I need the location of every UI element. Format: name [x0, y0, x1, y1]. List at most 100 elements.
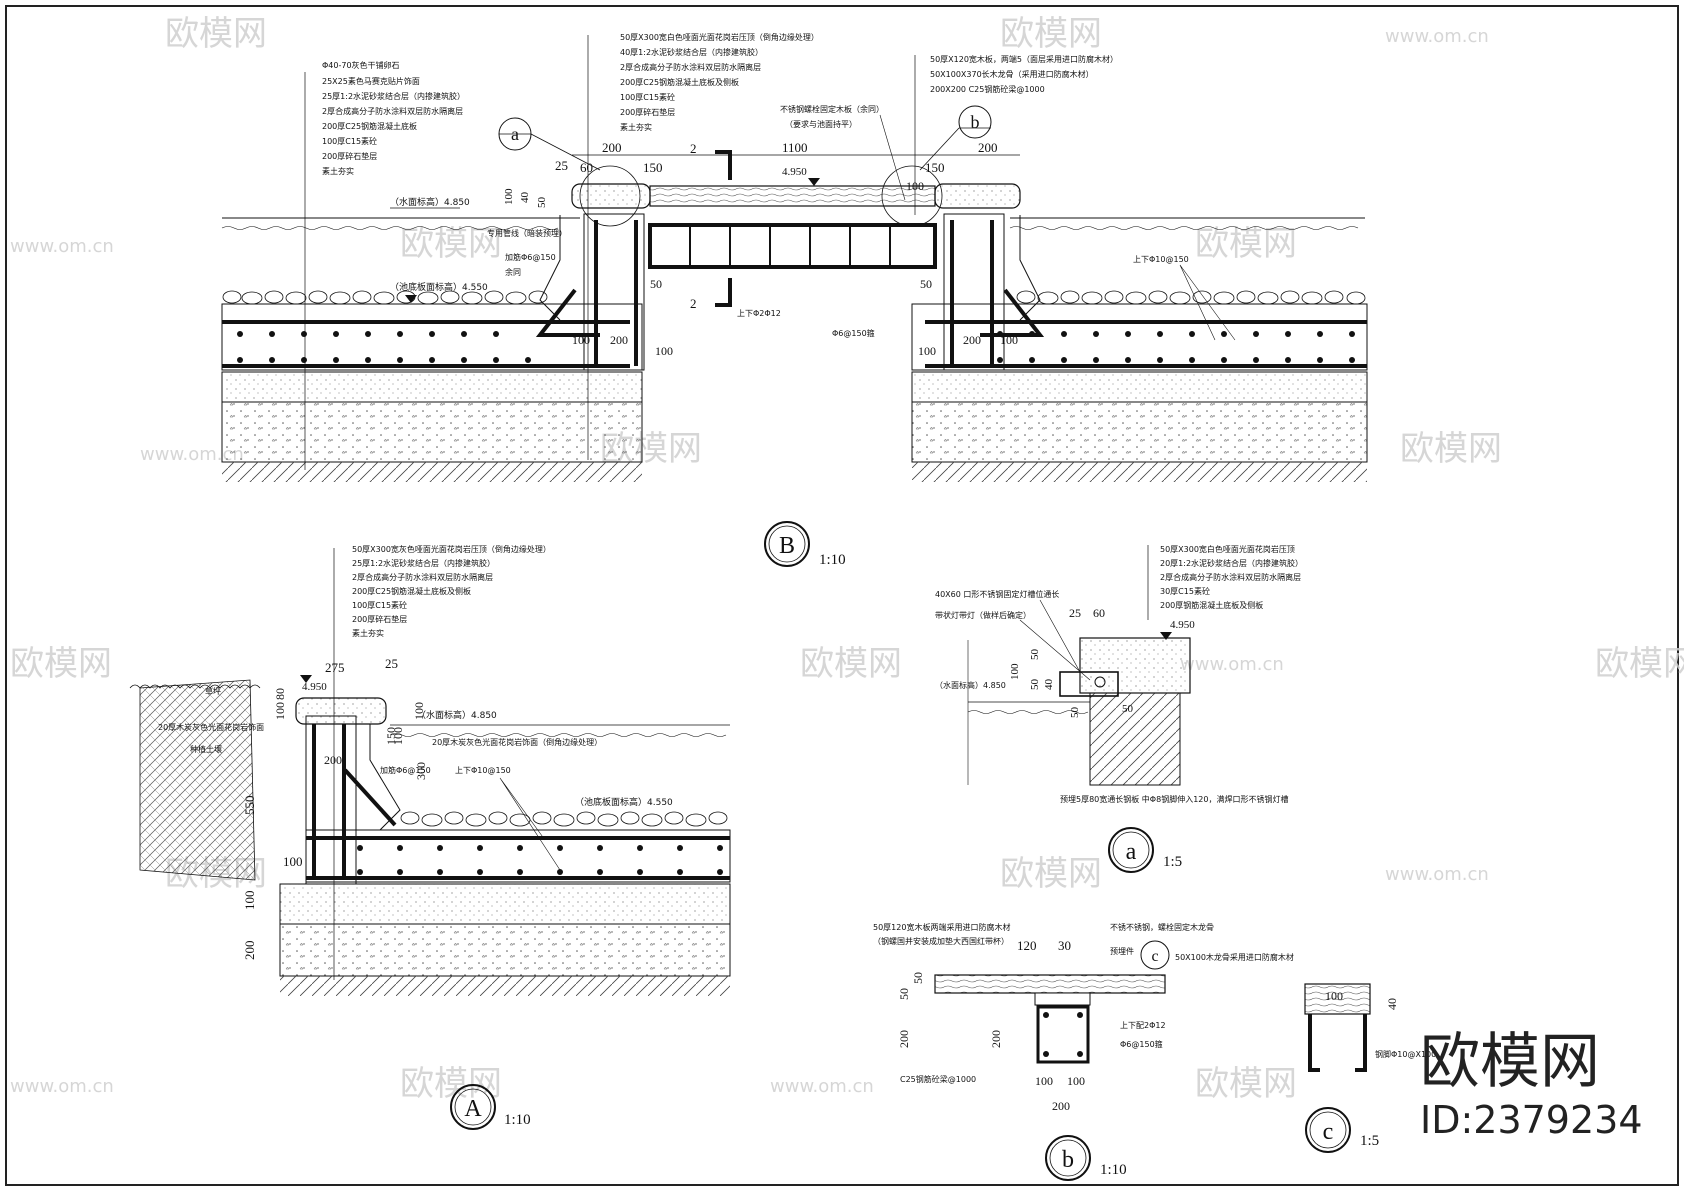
brand-id: ID:2379234: [1420, 1098, 1643, 1142]
note-line: 25厚1:2水泥砂浆结合层（内掺建筑胶）: [352, 558, 495, 568]
note-line: 30厚C15素砼: [1160, 586, 1210, 596]
watermark-text: 欧模网: [1400, 429, 1502, 469]
watermarks: 欧模网 欧模网 www.om.cn 欧模网 欧模网 www.om.cn 欧模网 …: [10, 14, 1684, 1104]
dim-text: 50: [1029, 679, 1041, 691]
dim-text: 200: [897, 1030, 911, 1048]
detail-b-notes-mid: 50厚X300宽白色哑面光面花岗岩压顶（倒角边缘处理） 40厚1:2水泥砂浆结合…: [620, 32, 819, 132]
note-line: 100厚C15素砼: [352, 600, 407, 610]
dim-text: 150: [643, 160, 663, 175]
watermark-text: 欧模网: [400, 224, 502, 264]
watermark-text: 欧模网: [400, 1064, 502, 1104]
note-line: 200厚碎石垫层: [620, 107, 675, 117]
dim-text: 50: [911, 972, 925, 984]
dim-text: 25: [555, 158, 568, 173]
note-line: 50厚X120宽木板，两端5（面层采用进口防腐木材）: [930, 54, 1118, 64]
dim-text: 1100: [782, 140, 808, 155]
note-line: 100厚C15素砼: [620, 92, 675, 102]
dim-text: 200: [324, 753, 342, 767]
dim-text: 60: [1093, 606, 1105, 620]
dim-text: 200: [602, 140, 622, 155]
dim-text: 40: [1043, 679, 1055, 691]
watermark-site: www.om.cn: [1385, 864, 1489, 885]
note-line: 50厚X300宽白色哑面光面花岗岩压顶（倒角边缘处理）: [620, 32, 819, 42]
dim-text: 300: [414, 762, 428, 780]
bottom-level-label: （池底板面标高）4.550: [390, 281, 488, 293]
note-line: 200厚钢筋混凝土底板及侧板: [1160, 600, 1263, 610]
detail-a-small-notes: 50厚X300宽白色哑面光面花岗岩压顶 20厚1:2水泥砂浆结合层（内掺建筑胶）…: [1160, 544, 1303, 610]
drawing-border: [5, 5, 1679, 1186]
note-line: 200厚碎石垫层: [352, 614, 407, 624]
detail-b-small-scale: 1:10: [1100, 1162, 1127, 1178]
watermark-site: www.om.cn: [770, 1076, 874, 1097]
dim-text: 100: [572, 333, 590, 347]
dim-text: 50: [650, 277, 662, 291]
note-line: 预埋5厚80宽通长钢板 中Φ8钢脚伸入120，满焊口形不锈钢灯槽: [1060, 794, 1288, 804]
note-line: （要求与池面持平）: [785, 119, 857, 129]
rebar-label: 余同: [505, 267, 521, 277]
detail-c-title: c: [1323, 1119, 1334, 1145]
dim-text: 150: [384, 727, 398, 745]
dim-text: 275: [325, 660, 345, 675]
note-line: 素土夯实: [352, 628, 384, 638]
callout-c-label: c: [1151, 948, 1158, 965]
dim-text: 200: [963, 333, 981, 347]
planting-label: 20厚木炭灰色光面花岗岩饰面: [158, 722, 264, 732]
note-line: 40厚1:2水泥砂浆结合层（内掺建筑胶）: [620, 47, 763, 57]
note-line: 2厚合成高分子防水涂料双层防水隔离层: [1160, 572, 1301, 582]
callout-b-label: b: [971, 112, 980, 132]
top-level-label: 4.950: [302, 681, 327, 693]
dim-text: 200: [242, 941, 257, 961]
note-line: C25钢筋砼梁@1000: [900, 1074, 976, 1084]
watermark-site: www.om.cn: [1180, 654, 1284, 675]
rebar-label: 加筋Φ6@150: [380, 765, 431, 775]
dim-text: 100: [242, 891, 257, 911]
dim-text: 100: [655, 344, 673, 358]
detail-c-scale: 1:5: [1360, 1133, 1379, 1149]
detail-a-notes: 50厚X300宽灰色哑面光面花岗岩压顶（倒角边缘处理） 25厚1:2水泥砂浆结合…: [352, 544, 551, 638]
note-line: 50X100X370长木龙骨（采用进口防腐木材）: [930, 69, 1094, 79]
note-line: 不锈钢螺栓固定木板（余同）: [780, 104, 884, 114]
dim-text: 100: [391, 727, 405, 745]
watermark-text: 欧模网: [1195, 224, 1297, 264]
watermark-text: 欧模网: [800, 644, 902, 684]
dim-text: 100: [1325, 989, 1343, 1003]
dim-text: 50: [1029, 649, 1041, 661]
detail-b-title: B: [779, 533, 795, 559]
note-line: Φ40-70灰色干铺卵石: [322, 60, 400, 70]
rebar-label: 加筋Φ6@150: [505, 252, 556, 262]
dim-text: 50: [536, 197, 548, 209]
note-line: 200厚C25钢筋混凝土底板及侧板: [352, 586, 471, 596]
detail-b-small-title: b: [1062, 1147, 1074, 1173]
note-line: 50厚X300宽灰色哑面光面花岗岩压顶（倒角边缘处理）: [352, 544, 551, 554]
detail-a-section: 50厚X300宽灰色哑面光面花岗岩压顶（倒角边缘处理） 25厚1:2水泥砂浆结合…: [129, 544, 731, 1130]
rebar-label: 上下Φ10@150: [455, 766, 511, 775]
dim-text: 25: [1069, 606, 1081, 620]
detail-b-section: a b 200 1100 200 25 60 150 150 100 2 2 1…: [221, 32, 1368, 568]
dim-text: 25: [385, 656, 398, 671]
grass-label: 草坪: [205, 686, 221, 696]
note-line: 素土夯实: [322, 166, 354, 176]
note-line: 上下配2Φ12: [1120, 1021, 1166, 1030]
note-line: 2厚合成高分子防水涂料双层防水隔离层: [322, 106, 463, 116]
watermark-site: www.om.cn: [1385, 26, 1489, 47]
note-line: 预埋件: [1110, 946, 1134, 956]
rebar-label: 专用管线（暗装预埋）: [487, 228, 567, 238]
dim-text: 60: [580, 160, 593, 175]
watermark-text: 欧模网: [1195, 1064, 1297, 1104]
detail-a-title: A: [464, 1096, 482, 1122]
dim-text: 150: [925, 160, 945, 175]
dim-text: 80: [273, 688, 287, 700]
soil-label: 种植土壤: [190, 744, 222, 754]
dim-text: 200: [1052, 1099, 1070, 1113]
note-line: 50厚120宽木板两端采用进口防腐木材: [873, 922, 1010, 932]
detail-b-small-section: 50厚120宽木板两端采用进口防腐木材 （钢螺国并安装成加垫大西国红带杯） 不锈…: [873, 922, 1294, 1181]
detail-a-small-section: 50厚X300宽白色哑面光面花岗岩压顶 20厚1:2水泥砂浆结合层（内掺建筑胶）…: [935, 544, 1303, 873]
note-line: 25厚1:2水泥砂浆结合层（内掺建筑胶）: [322, 91, 465, 101]
note-line: 50X100木龙骨采用进口防腐木材: [1175, 952, 1294, 962]
note-line: 200厚碎石垫层: [322, 151, 377, 161]
top-level-label: 4.950: [1170, 619, 1195, 631]
dim-text: 50: [897, 988, 911, 1000]
dim-text: 100: [273, 702, 287, 720]
water-level-label: （水面标高）4.850: [417, 709, 497, 721]
detail-b-notes-left: Φ40-70灰色干铺卵石 25X25素色马赛克贴片饰面 25厚1:2水泥砂浆结合…: [322, 60, 465, 176]
